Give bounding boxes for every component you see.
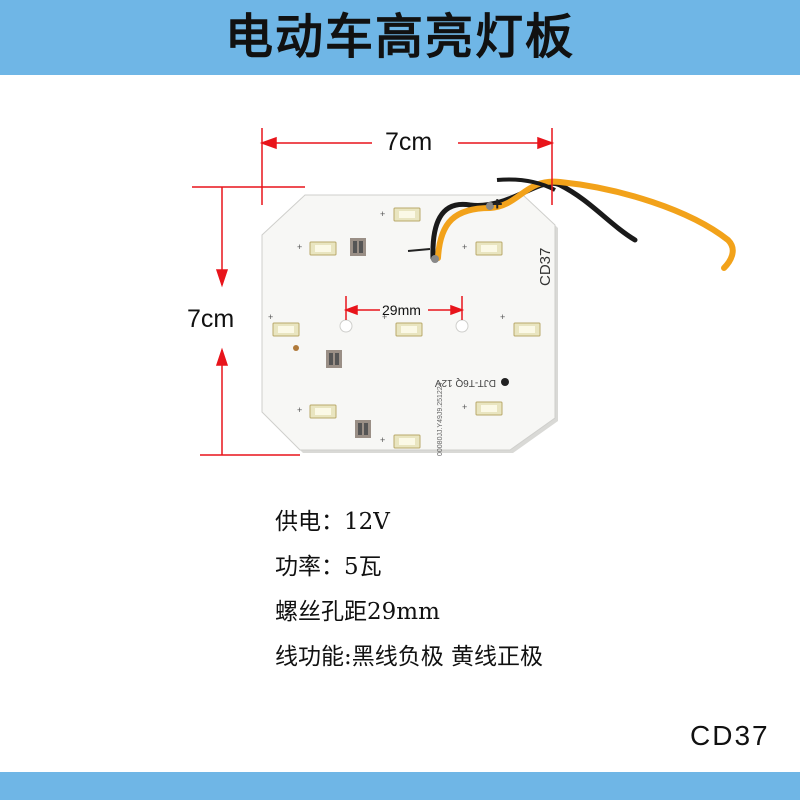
board-batch-marking: 00080JJ.Y49J9.251224 — [437, 382, 444, 456]
svg-text:+: + — [462, 242, 467, 252]
title-banner — [0, 0, 800, 75]
svg-text:+: + — [380, 435, 385, 445]
height-label: 7cm — [187, 305, 235, 333]
board-model-marking: CD37 — [537, 248, 554, 286]
yellow-wire — [435, 178, 736, 271]
resistor — [326, 350, 342, 368]
width-dimension — [259, 128, 555, 205]
mounting-hole-left — [339, 319, 353, 333]
hole-spacing-label: 29mm — [382, 302, 421, 318]
height-dimension — [192, 186, 305, 456]
svg-text:+: + — [268, 312, 273, 322]
spec-power: 功率：5瓦 — [275, 554, 382, 580]
resistor — [355, 420, 371, 438]
width-label: 7cm — [385, 128, 433, 156]
mounting-hole-right — [455, 319, 469, 333]
hole-spacing-dimension — [343, 296, 465, 320]
svg-text:+: + — [380, 209, 385, 219]
footer-banner — [0, 772, 800, 800]
resistors — [326, 238, 371, 438]
svg-text:+: + — [297, 405, 302, 415]
spec-power-supply: 供电：12V — [275, 509, 390, 535]
svg-text:+: + — [500, 312, 505, 322]
spec-screw-spacing: 螺丝孔距29mm — [275, 599, 440, 625]
spec-list: 供电：12V 功率：5瓦 螺丝孔距29mm 线功能:黑线负极 黄线正极 — [275, 505, 543, 685]
svg-text:+: + — [382, 312, 387, 322]
svg-text:+: + — [297, 242, 302, 252]
product-code: CD37 — [690, 720, 770, 751]
polarity-plus: + — [492, 194, 503, 214]
spec-wire-function: 线功能:黑线负极 黄线正极 — [275, 644, 544, 670]
board-print-marking: DJT-T6Q 12V — [435, 377, 496, 388]
svg-text:+: + — [462, 402, 467, 412]
page-title: 电动车高亮灯板 — [224, 9, 575, 65]
resistor — [350, 238, 366, 256]
